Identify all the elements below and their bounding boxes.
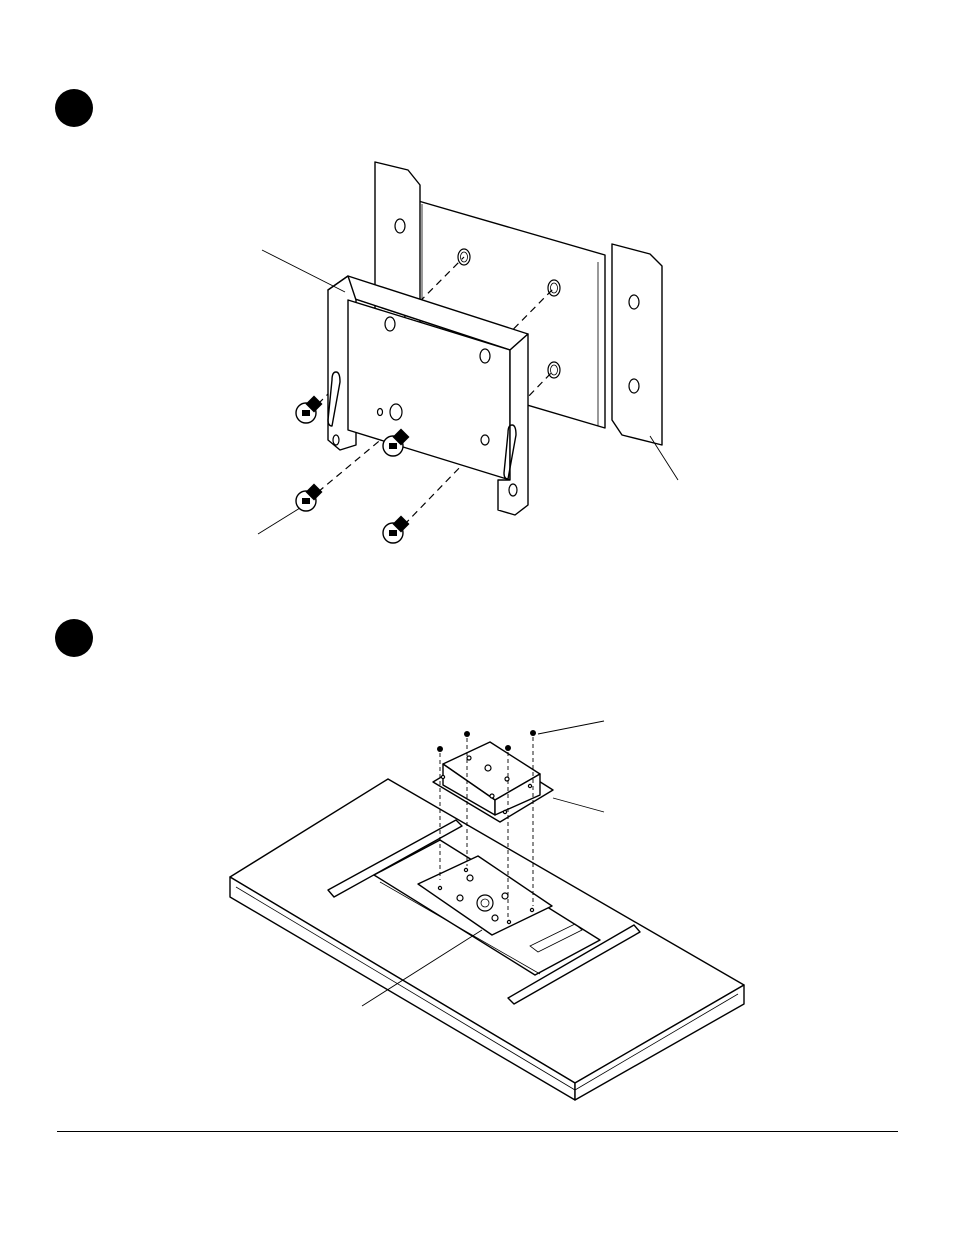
footer-rule [57,1131,898,1132]
callout-leader-screw [538,721,604,734]
callout-leader-adapter-bracket [553,798,604,812]
adapter-bracket [433,742,553,822]
